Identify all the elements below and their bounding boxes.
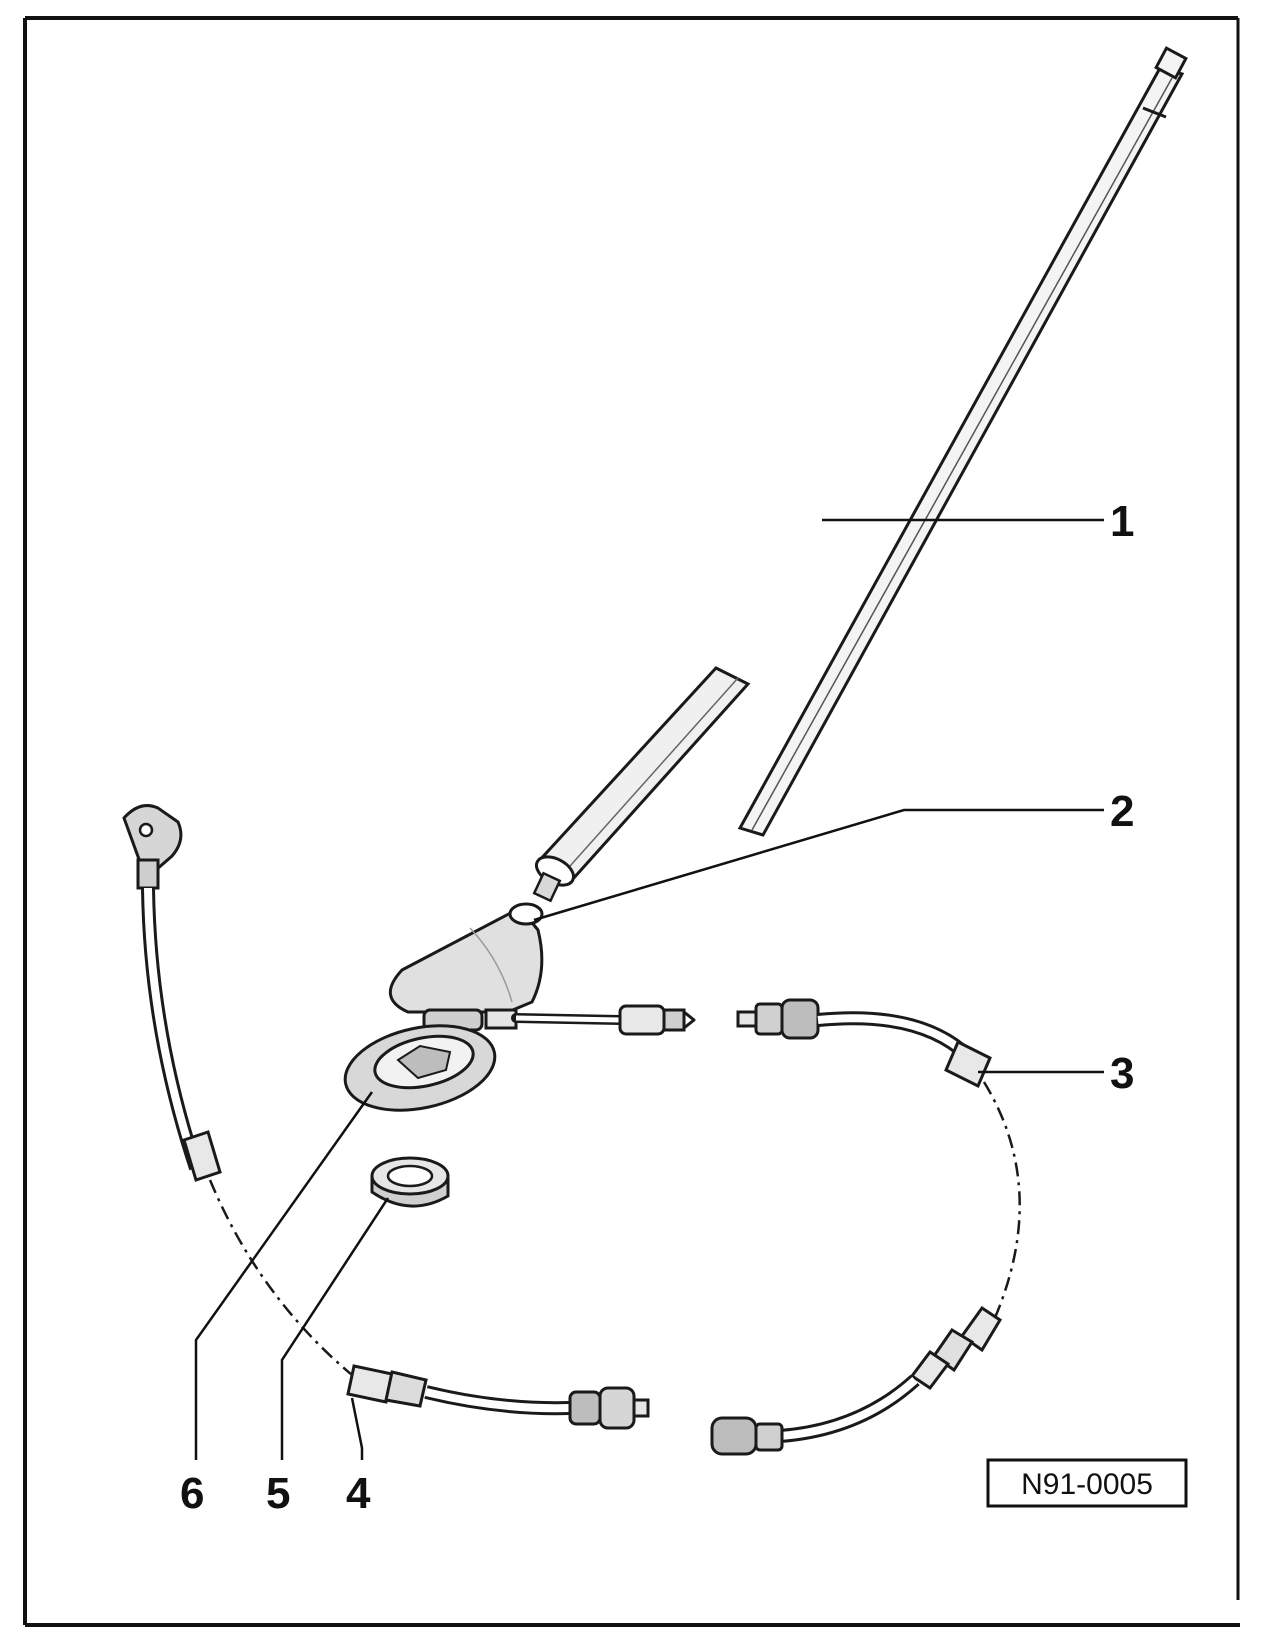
extension-cable [122, 804, 650, 1430]
callout-2: 2 [1110, 787, 1134, 836]
frame-border [23, 16, 1240, 1627]
antenna-mast [532, 46, 1188, 903]
callout-1: 1 [1110, 497, 1134, 546]
callout-5: 5 [266, 1469, 290, 1518]
callout-4: 4 [346, 1469, 371, 1518]
figure-id: N91-0005 [1021, 1468, 1153, 1501]
antenna-base [389, 902, 696, 1036]
seal [343, 1024, 497, 1112]
mounting-nut [370, 1156, 450, 1208]
callout-6: 6 [180, 1469, 204, 1518]
callout-3: 3 [1110, 1049, 1134, 1098]
leader-lines [194, 518, 1104, 1460]
figure-id-box: N91-0005 [986, 1458, 1188, 1508]
antenna-cable [710, 998, 1021, 1456]
